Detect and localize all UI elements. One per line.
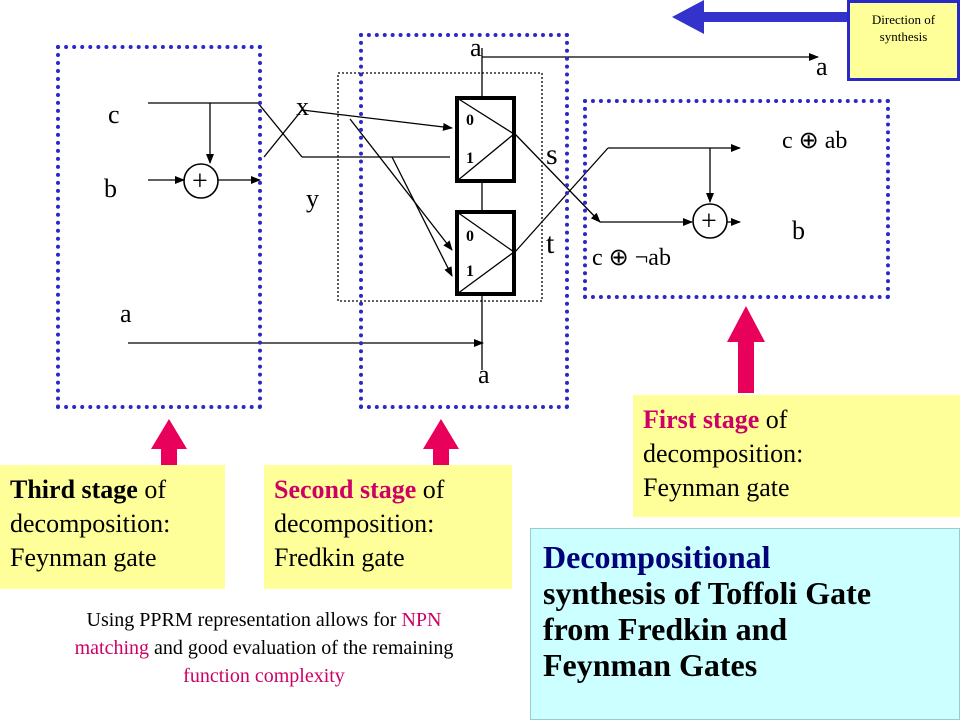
pprm-note: Using PPRM representation allows for NPN… xyxy=(0,606,528,690)
mux-bottom-one: 1 xyxy=(466,263,474,280)
signal-a-bottom: a xyxy=(478,360,490,389)
note-function-complexity: function complexity xyxy=(183,665,345,687)
second-stage-name: Second stage xyxy=(274,475,417,504)
third-stage-line2: decomposition: xyxy=(10,509,171,538)
third-stage-caption: Third stage of decomposition: Feynman ga… xyxy=(0,465,225,589)
note-part1: Using PPRM representation allows for xyxy=(86,609,402,631)
signal-t: t xyxy=(546,227,555,260)
signal-c-in: c xyxy=(108,100,120,129)
third-stage-box xyxy=(56,45,262,409)
signal-y: y xyxy=(306,184,319,213)
pink-arrow-first xyxy=(727,306,765,393)
summary-line2: synthesis of Toffoli Gate xyxy=(543,575,872,611)
note-part3: and good evaluation of the remaining xyxy=(149,637,454,659)
pink-arrow-second xyxy=(423,419,459,467)
first-stage-box xyxy=(583,99,890,299)
signal-b-in: b xyxy=(104,174,117,203)
second-stage-rest: of xyxy=(416,475,445,504)
first-stage-line3: Feynman gate xyxy=(643,473,790,502)
third-stage-line3: Feynman gate xyxy=(10,543,157,572)
third-stage-rest: of xyxy=(137,475,167,504)
signal-c-xor-ab: c ⊕ ab xyxy=(782,128,848,154)
second-stage-box xyxy=(359,33,569,409)
fredkin-mux-top xyxy=(455,96,516,183)
signal-a-top: a xyxy=(470,33,482,62)
summary-line3: from Fredkin and xyxy=(543,611,788,647)
xor-plus-first: + xyxy=(701,206,717,237)
mux-top-zero: 0 xyxy=(466,112,474,129)
note-matching: matching xyxy=(74,637,150,659)
second-stage-line3: Fredkin gate xyxy=(274,543,405,572)
note-npn: NPN xyxy=(401,609,442,631)
direction-of-synthesis-box: Direction of synthesis xyxy=(847,0,960,81)
third-stage-xor-gate xyxy=(183,163,219,199)
signal-b-out: b xyxy=(792,216,805,245)
third-stage-wiring xyxy=(128,102,484,347)
xor-plus-third: + xyxy=(192,166,208,197)
first-stage-rest: of xyxy=(759,405,788,434)
first-stage-xor-gate xyxy=(692,203,728,239)
signal-s: s xyxy=(546,138,558,171)
first-stage-name: First stage xyxy=(643,405,760,434)
fredkin-mux-bottom xyxy=(455,210,516,296)
signal-c-xor-not-ab: c ⊕ ¬ab xyxy=(592,245,671,271)
first-stage-line2: decomposition: xyxy=(643,439,804,468)
second-stage-caption: Second stage of decomposition: Fredkin g… xyxy=(264,465,512,589)
direction-line2: synthesis xyxy=(879,29,928,44)
direction-arrow xyxy=(672,0,847,34)
pink-arrow-third xyxy=(151,419,187,467)
signal-x: x xyxy=(296,92,309,121)
second-stage-line2: decomposition: xyxy=(274,509,435,538)
summary-heading: Decompositional xyxy=(543,539,771,575)
mux-top-one: 1 xyxy=(466,150,474,167)
third-stage-name: Third stage xyxy=(10,475,138,504)
direction-line1: Direction of xyxy=(871,12,936,27)
summary-box: Decompositional synthesis of Toffoli Gat… xyxy=(530,528,960,720)
signal-a-out: a xyxy=(816,52,828,81)
first-stage-caption: First stage of decomposition: Feynman ga… xyxy=(633,395,960,517)
mux-bottom-zero: 0 xyxy=(466,228,474,245)
signal-a-in: a xyxy=(120,299,132,328)
summary-line4: Feynman Gates xyxy=(543,647,758,683)
first-stage-wiring xyxy=(600,144,741,226)
